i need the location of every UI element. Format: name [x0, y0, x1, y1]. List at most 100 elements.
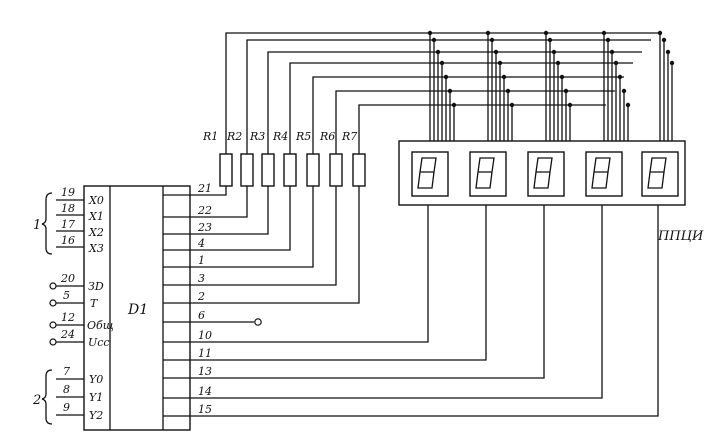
junction-dot	[551, 49, 557, 55]
resistor	[306, 153, 320, 187]
y-group-brace	[41, 369, 53, 425]
digit-window	[641, 151, 679, 197]
junction-dot	[657, 30, 663, 36]
junction-dot	[567, 102, 573, 108]
junction-dot	[431, 37, 437, 43]
y-pin-number: 7	[63, 365, 70, 378]
output-pin-number: 21	[197, 182, 212, 195]
control-pin-label: Ucc	[88, 336, 110, 349]
output-pin-number: 3	[198, 272, 205, 285]
junction-dot	[661, 37, 667, 43]
terminal-circle	[49, 282, 57, 290]
input-group-number: 1	[33, 218, 41, 233]
resistor-label: R7	[341, 130, 357, 143]
junction-dot	[451, 102, 457, 108]
resistor	[261, 153, 275, 187]
junction-dot	[665, 49, 671, 55]
wire	[212, 186, 269, 235]
input-pin-label: X1	[88, 210, 104, 223]
junction-dot	[555, 60, 561, 66]
junction-dot	[447, 88, 453, 94]
y-pin-number: 8	[63, 383, 70, 396]
output-pin-number: 6	[198, 309, 205, 322]
seven-seg-digit	[417, 157, 437, 189]
segment-outline	[475, 157, 495, 189]
wiring	[212, 30, 675, 417]
wire	[267, 51, 642, 154]
wire	[212, 205, 487, 361]
y-pin-label: Y1	[89, 391, 103, 404]
junction-dot	[435, 49, 441, 55]
terminal-circle	[49, 338, 57, 346]
control-pin-number: 20	[60, 272, 75, 285]
junction-dot	[559, 74, 565, 80]
wire	[212, 205, 429, 343]
resistor-label: R1	[202, 130, 218, 143]
output-pin-number: 2	[197, 290, 205, 303]
resistor	[283, 153, 297, 187]
junction-dot	[543, 30, 549, 36]
chip-d1-body	[83, 185, 191, 431]
y-pin-label: Y2	[89, 409, 103, 422]
y-group-number: 2	[32, 393, 41, 408]
input-pin-number: 19	[61, 186, 75, 199]
junction-dot	[617, 74, 623, 80]
junction-dot	[613, 60, 619, 66]
resistor	[240, 153, 254, 187]
control-pins: 20 5 12 24 ЗD T Общ Ucc	[49, 272, 114, 349]
seven-seg-digit	[647, 157, 667, 189]
junction-dot	[505, 88, 511, 94]
junction-dot	[439, 60, 445, 66]
wire	[246, 39, 651, 154]
seven-seg-digit	[475, 157, 495, 189]
input-pin-label: X3	[88, 242, 104, 255]
wire	[212, 186, 337, 286]
segment-outline	[591, 157, 611, 189]
junction-dot	[497, 60, 503, 66]
wire	[212, 205, 603, 399]
control-pin-label: Общ	[87, 319, 114, 332]
wire	[212, 186, 227, 196]
chip-name: D1	[127, 302, 148, 318]
junction-dot	[609, 49, 615, 55]
wire	[225, 32, 660, 154]
resistor-label: R3	[249, 130, 265, 143]
junction-dot	[509, 102, 515, 108]
resistor	[219, 153, 233, 187]
y-pin-number: 9	[63, 401, 70, 414]
input-pin-number: 18	[61, 202, 75, 215]
display-digits	[411, 151, 679, 197]
wire	[358, 104, 606, 154]
wire	[335, 90, 615, 154]
junction-dot	[621, 88, 627, 94]
segment-outline	[533, 157, 553, 189]
junction-dot	[427, 30, 433, 36]
resistor	[329, 153, 343, 187]
junction-dot	[601, 30, 607, 36]
junction-dot	[485, 30, 491, 36]
resistor-label: R5	[295, 130, 311, 143]
wire	[212, 186, 248, 218]
wire	[212, 205, 659, 417]
input-pin-label: X0	[88, 194, 104, 207]
junction-dot	[605, 37, 611, 43]
junction-dot	[443, 74, 449, 80]
output-pin-number: 14	[198, 385, 212, 398]
control-pin-number: 5	[63, 289, 70, 302]
input-group-brace	[41, 192, 53, 255]
junction-dot	[493, 49, 499, 55]
control-pin-number: 12	[61, 311, 75, 324]
control-pin-label: T	[90, 297, 99, 310]
resistor-label: R6	[319, 130, 335, 143]
segment-outline	[417, 157, 437, 189]
junction-dot	[501, 74, 507, 80]
digit-window	[469, 151, 507, 197]
output-pin-number: 23	[197, 221, 212, 234]
resistor	[352, 153, 366, 187]
digit-window	[527, 151, 565, 197]
junction-dot	[625, 102, 631, 108]
input-pin-number: 16	[61, 234, 75, 247]
wire	[212, 186, 291, 251]
